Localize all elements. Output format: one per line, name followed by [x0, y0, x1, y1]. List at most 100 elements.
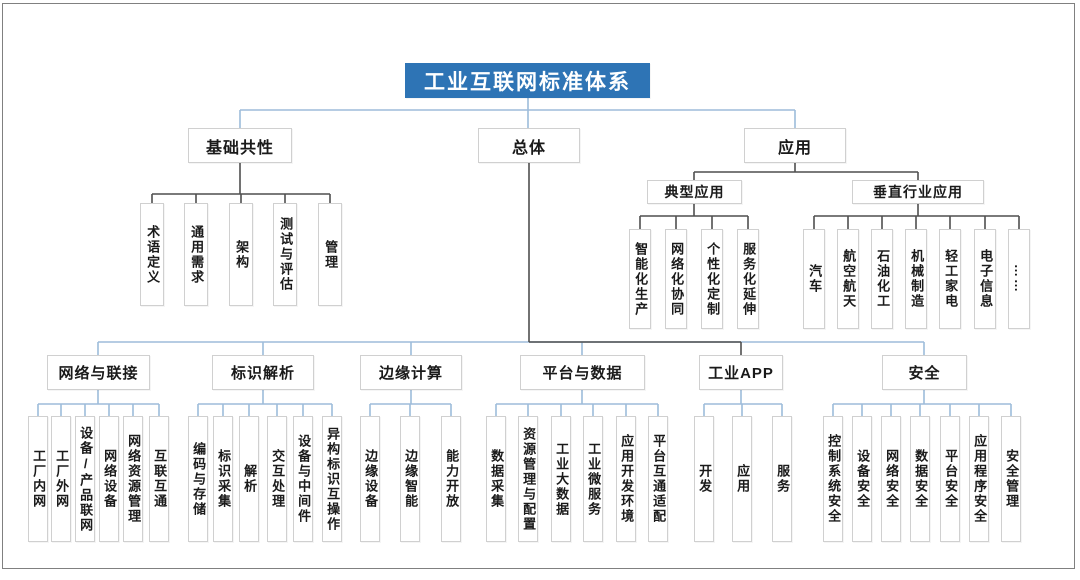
leaf-edge-intelligence: 边缘智能	[400, 416, 420, 542]
leaf-label: 设备/产品联网	[78, 425, 94, 533]
leaf-device-middleware: 设备与中间件	[293, 416, 313, 542]
leaf-machinery-manufacturing: 机械制造	[905, 229, 927, 329]
leaf-resolution: 解析	[239, 416, 259, 542]
leaf-label: 标识采集	[216, 449, 232, 509]
leaf-label: 网络设备	[102, 449, 118, 509]
node-industrial-app: 工业APP	[699, 355, 783, 390]
leaf-factory-intranet: 工厂内网	[28, 416, 48, 542]
node-vertical-industry-applications: 垂直行业应用	[852, 180, 984, 204]
leaf-label: 解析	[242, 464, 258, 494]
leaf-personalized-customization: 个性化定制	[701, 229, 723, 329]
leaf-networked-collaboration: 网络化协同	[665, 229, 687, 329]
leaf-label: 边缘设备	[363, 449, 379, 509]
leaf-label: 架构	[234, 239, 250, 270]
leaf-device-security: 设备安全	[852, 416, 872, 542]
leaf-label: 交互处理	[270, 449, 286, 509]
leaf-label: 开发	[697, 464, 713, 494]
leaf-edge-devices: 边缘设备	[360, 416, 380, 542]
leaf-more-ellipsis: ……	[1008, 229, 1030, 329]
leaf-application: 应用	[732, 416, 752, 542]
leaf-label: 航空航天	[841, 249, 857, 309]
leaf-architecture: 架构	[229, 203, 253, 306]
leaf-label: 电子信息	[978, 249, 994, 309]
leaf-label: 工厂内网	[31, 449, 47, 509]
leaf-intelligent-production: 智能化生产	[629, 229, 651, 329]
leaf-interconnection: 互联互通	[149, 416, 169, 542]
leaf-testing-evaluation: 测试与评估	[273, 203, 297, 306]
leaf-label: 汽车	[807, 264, 823, 294]
leaf-label: 应用	[735, 464, 751, 494]
node-security: 安全	[882, 355, 967, 390]
leaf-automotive: 汽车	[803, 229, 825, 329]
leaf-label: 服务化延伸	[741, 241, 757, 317]
leaf-label: 设备安全	[855, 449, 871, 509]
leaf-label: 设备与中间件	[296, 434, 312, 524]
leaf-label: 异构标识互操作	[325, 426, 341, 532]
leaf-label: 控制系统安全	[826, 434, 842, 524]
leaf-encoding-storage: 编码与存储	[188, 416, 208, 542]
leaf-label: 平台互通适配	[651, 434, 667, 524]
leaf-label: 网络安全	[884, 449, 900, 509]
leaf-resource-management-configuration: 资源管理与配置	[518, 416, 538, 542]
leaf-label: 个性化定制	[705, 241, 721, 317]
leaf-label: 资源管理与配置	[521, 426, 537, 532]
leaf-label: 数据采集	[489, 449, 505, 509]
leaf-heterogeneous-identifier-interop: 异构标识互操作	[322, 416, 342, 542]
leaf-general-requirements: 通用需求	[184, 203, 208, 306]
leaf-label: 数据安全	[913, 449, 929, 509]
leaf-network-equipment: 网络设备	[99, 416, 119, 542]
node-overall: 总体	[478, 128, 580, 163]
leaf-interactive-processing: 交互处理	[267, 416, 287, 542]
leaf-label: 互联互通	[152, 449, 168, 509]
leaf-application-program-security: 应用程序安全	[969, 416, 989, 542]
leaf-industrial-big-data: 工业大数据	[551, 416, 571, 542]
leaf-label: 能力开放	[444, 449, 460, 509]
leaf-label: 轻工家电	[943, 249, 959, 309]
ellipsis-label: ……	[1012, 264, 1028, 294]
leaf-label: 网络资源管理	[126, 434, 142, 524]
leaf-capability-opening: 能力开放	[441, 416, 461, 542]
node-identifier-resolution: 标识解析	[212, 355, 314, 390]
leaf-label: 机械制造	[909, 249, 925, 309]
leaf-label: 安全管理	[1004, 449, 1020, 509]
leaf-terminology-definition: 术语定义	[140, 203, 164, 306]
leaf-label: 服务	[775, 464, 791, 494]
leaf-identifier-collection: 标识采集	[213, 416, 233, 542]
leaf-platform-interop-adaptation: 平台互通适配	[648, 416, 668, 542]
leaf-petrochemical: 石油化工	[871, 229, 893, 329]
leaf-industrial-microservices: 工业微服务	[583, 416, 603, 542]
leaf-network-resource-management: 网络资源管理	[123, 416, 143, 542]
leaf-label: 术语定义	[145, 224, 161, 285]
leaf-data-security: 数据安全	[910, 416, 930, 542]
leaf-device-product-networking: 设备/产品联网	[75, 416, 95, 542]
leaf-label: 通用需求	[189, 224, 205, 285]
node-platform-data: 平台与数据	[520, 355, 645, 390]
leaf-data-collection: 数据采集	[486, 416, 506, 542]
leaf-label: 平台安全	[943, 449, 959, 509]
leaf-app-development-environment: 应用开发环境	[616, 416, 636, 542]
leaf-service-extension: 服务化延伸	[737, 229, 759, 329]
leaf-light-industry-appliances: 轻工家电	[939, 229, 961, 329]
root-title: 工业互联网标准体系	[405, 63, 650, 98]
leaf-label: 编码与存储	[191, 441, 207, 517]
node-application: 应用	[744, 128, 846, 163]
node-network-connection: 网络与联接	[47, 355, 150, 390]
leaf-factory-extranet: 工厂外网	[51, 416, 71, 542]
leaf-label: 应用开发环境	[619, 434, 635, 524]
node-edge-computing: 边缘计算	[360, 355, 462, 390]
leaf-label: 边缘智能	[403, 449, 419, 509]
leaf-development: 开发	[694, 416, 714, 542]
leaf-control-system-security: 控制系统安全	[823, 416, 843, 542]
leaf-platform-security: 平台安全	[940, 416, 960, 542]
leaf-label: 应用程序安全	[972, 434, 988, 524]
leaf-label: 工业微服务	[586, 441, 602, 517]
leaf-label: 管理	[323, 239, 339, 270]
leaf-electronic-information: 电子信息	[974, 229, 996, 329]
leaf-label: 测试与评估	[278, 217, 294, 292]
leaf-label: 智能化生产	[633, 241, 649, 317]
leaf-service: 服务	[772, 416, 792, 542]
leaf-label: 石油化工	[875, 249, 891, 309]
leaf-label: 工业大数据	[554, 441, 570, 517]
leaf-network-security: 网络安全	[881, 416, 901, 542]
node-typical-applications: 典型应用	[647, 180, 742, 204]
